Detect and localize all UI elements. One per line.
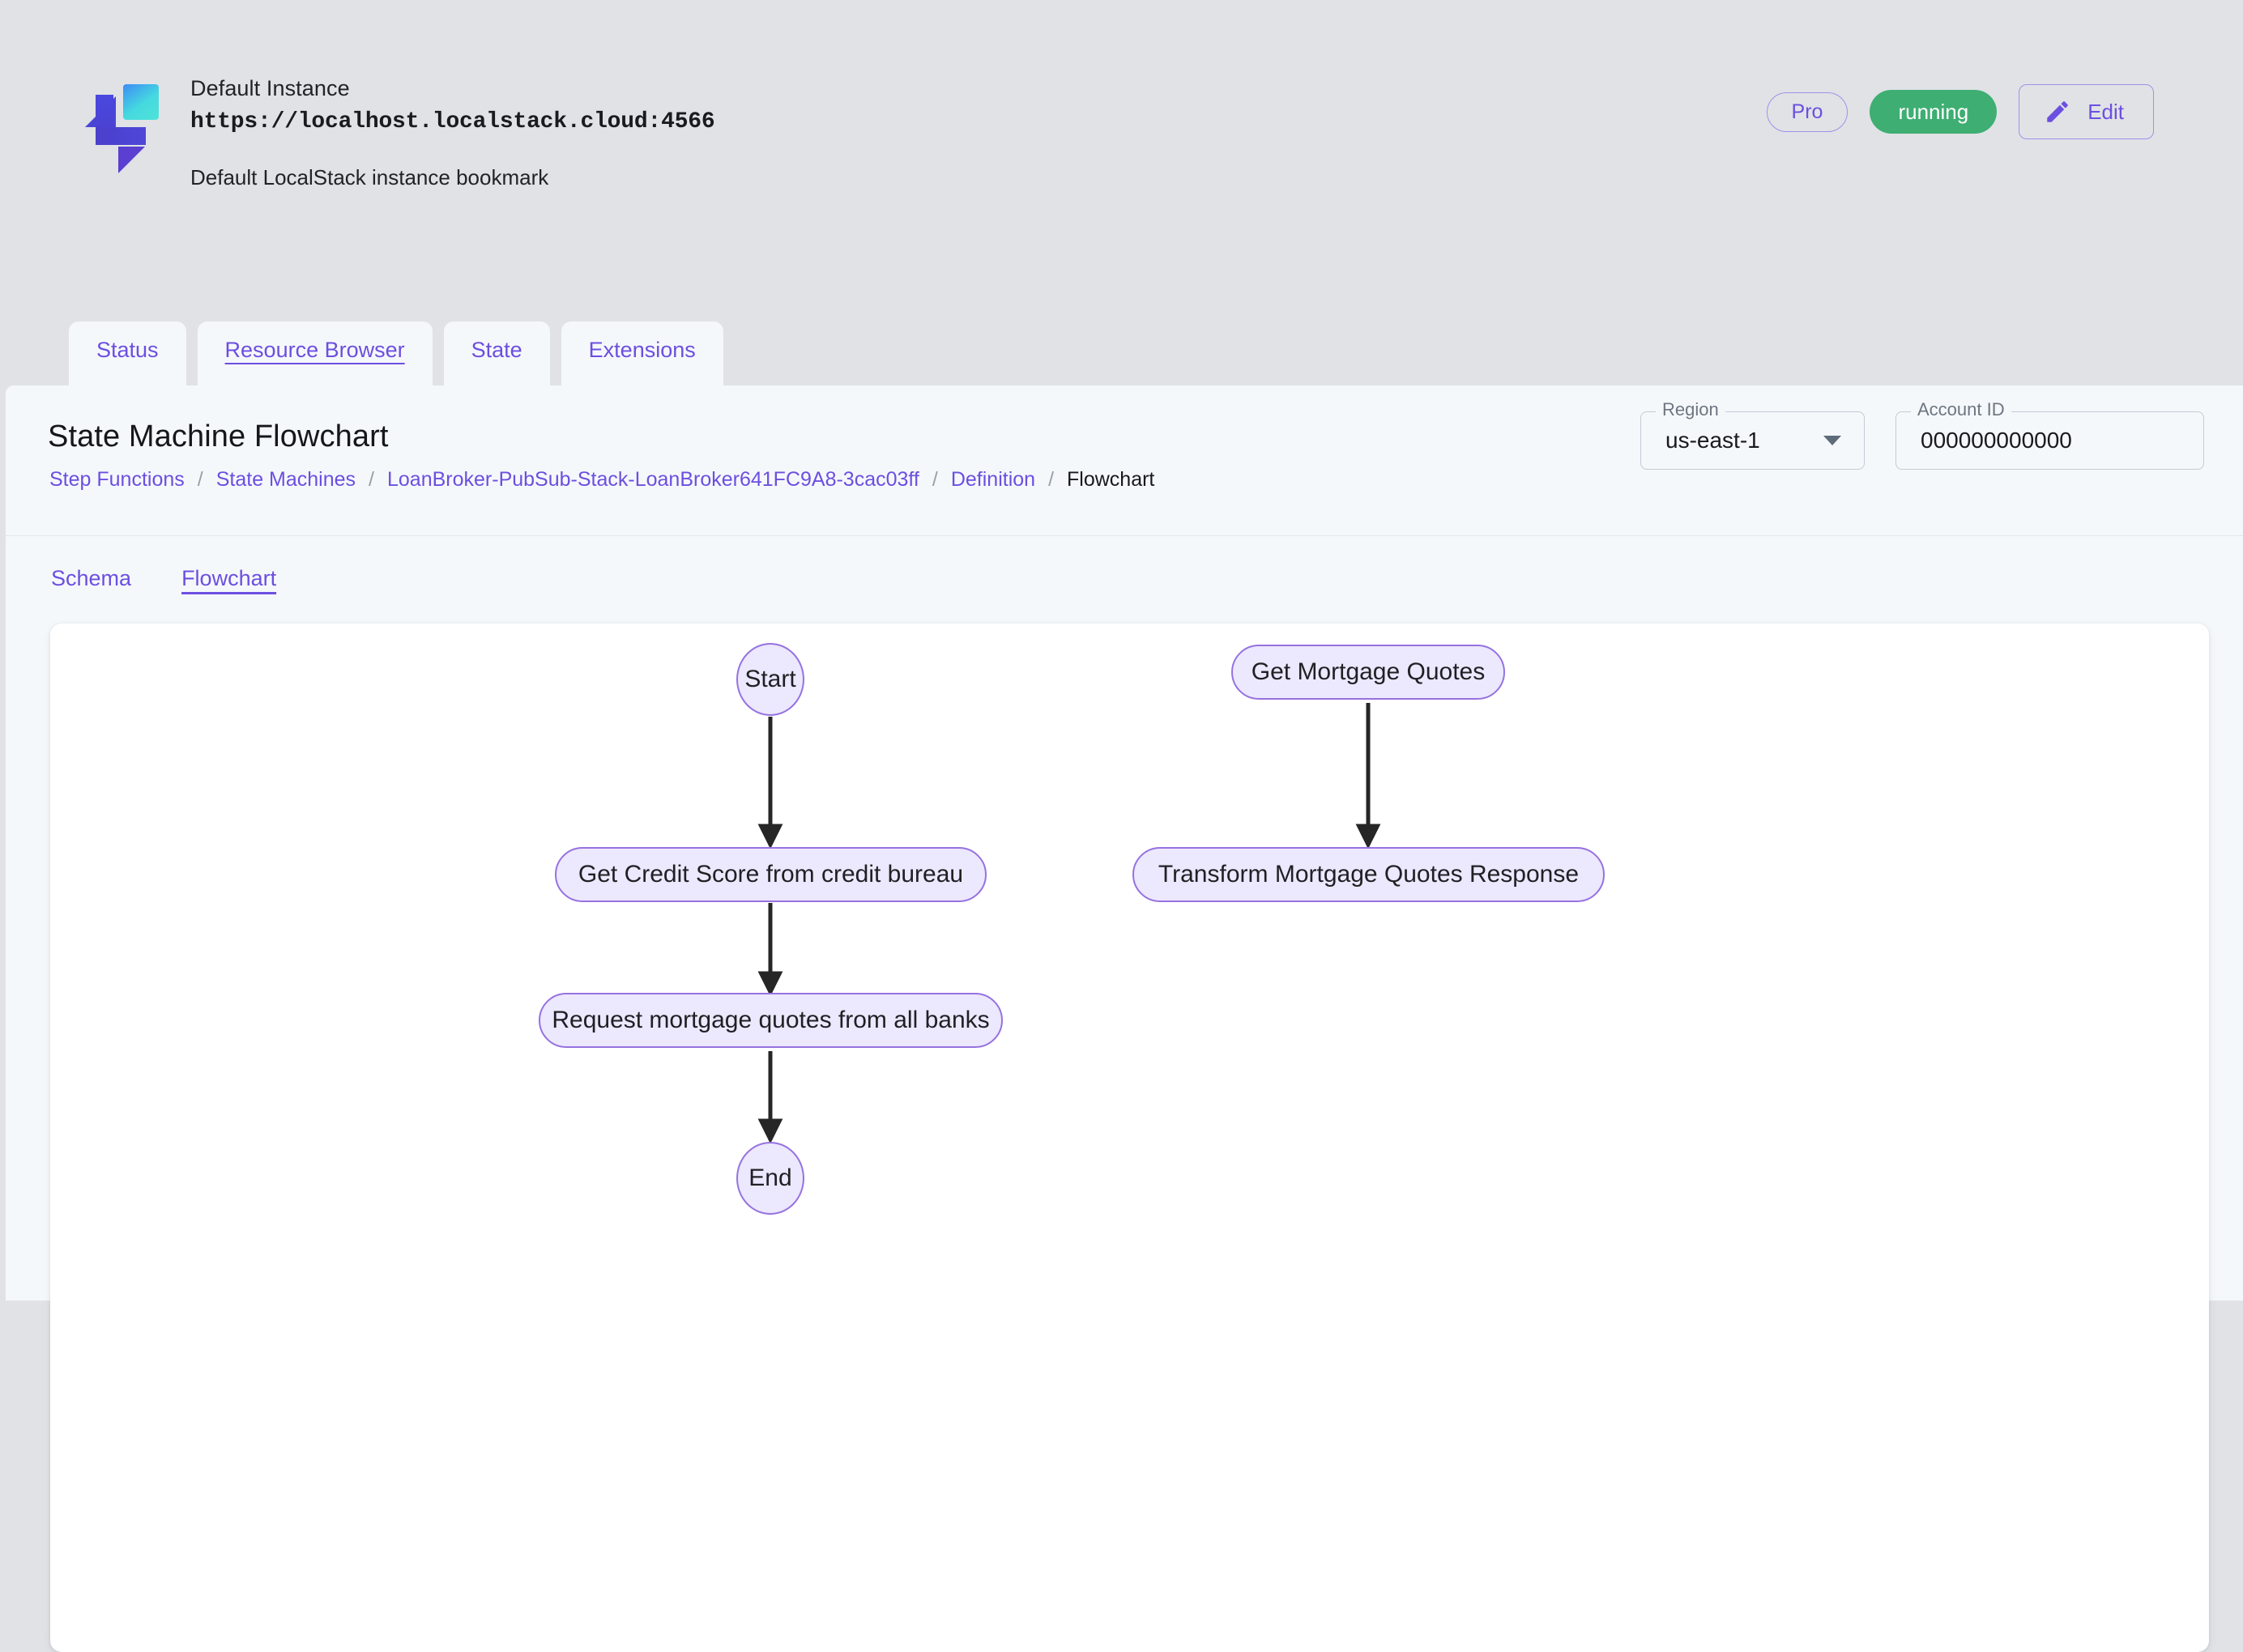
flow-node-get-credit-score[interactable]: Get Credit Score from credit bureau — [555, 847, 987, 902]
flow-node-request-mortgage-quotes[interactable]: Request mortgage quotes from all banks — [539, 993, 1003, 1048]
breadcrumb-item-state-machines[interactable]: State Machines — [215, 468, 356, 491]
tab-status[interactable]: Status — [69, 321, 186, 385]
page-title: State Machine Flowchart — [48, 419, 389, 453]
instance-url: https://localhost.localstack.cloud:4566 — [190, 109, 715, 135]
breadcrumb-separator: / — [197, 468, 203, 491]
region-label: Region — [1656, 401, 1725, 419]
pencil-icon — [2044, 98, 2071, 126]
instance-description: Default LocalStack instance bookmark — [190, 164, 549, 189]
main-tab-bar: Status Resource Browser State Extensions — [69, 321, 723, 385]
sub-tab-flowchart[interactable]: Flowchart — [181, 565, 277, 590]
selector-group: Region us-east-1 Account ID 000000000000 — [1640, 401, 2204, 470]
logo-l-horizontal — [96, 127, 146, 145]
flowchart-card: Start Get Credit Score from credit burea… — [50, 624, 2209, 1652]
logo-triangle-bottom — [118, 147, 145, 173]
page-header: State Machine Flowchart Step Functions /… — [6, 385, 2243, 536]
sub-tab-bar: Schema Flowchart — [6, 536, 2243, 620]
logo-square-cyan — [123, 84, 159, 120]
breadcrumb-separator: / — [1048, 468, 1055, 491]
tab-extensions[interactable]: Extensions — [561, 321, 723, 385]
instance-text-block: Default Instance https://localhost.local… — [190, 71, 715, 190]
content-panel: State Machine Flowchart Step Functions /… — [6, 385, 2243, 1652]
breadcrumb-item-state-machine-name[interactable]: LoanBroker-PubSub-Stack-LoanBroker641FC9… — [387, 468, 919, 491]
breadcrumb-item-flowchart: Flowchart — [1067, 468, 1155, 491]
tab-resource-browser[interactable]: Resource Browser — [197, 321, 433, 385]
instance-actions: Pro running Edit — [1766, 84, 2154, 139]
account-id-label: Account ID — [1911, 401, 2011, 419]
status-badge: running — [1870, 90, 1998, 134]
flow-node-get-mortgage-quotes[interactable]: Get Mortgage Quotes — [1231, 645, 1505, 700]
breadcrumb: Step Functions / State Machines / LoanBr… — [49, 468, 1154, 492]
breadcrumb-item-step-functions[interactable]: Step Functions — [49, 468, 185, 491]
sub-tab-schema[interactable]: Schema — [51, 565, 132, 590]
pro-badge[interactable]: Pro — [1766, 92, 1849, 132]
flow-node-transform-mortgage-quotes-response[interactable]: Transform Mortgage Quotes Response — [1132, 847, 1605, 902]
tab-state[interactable]: State — [443, 321, 550, 385]
edit-button-label: Edit — [2087, 100, 2124, 124]
instance-header: Default Instance https://localhost.local… — [0, 0, 2243, 385]
flowchart-edges — [757, 703, 1381, 1144]
breadcrumb-separator: / — [932, 468, 938, 491]
edit-button[interactable]: Edit — [2019, 84, 2154, 139]
instance-name: Default Instance — [190, 76, 350, 100]
region-select[interactable]: Region us-east-1 — [1640, 401, 1865, 470]
flow-node-start[interactable]: Start — [736, 643, 804, 716]
instance-summary: Default Instance https://localhost.local… — [77, 71, 715, 190]
chevron-down-icon[interactable] — [1823, 436, 1841, 445]
breadcrumb-item-definition[interactable]: Definition — [950, 468, 1036, 491]
localstack-logo-icon — [77, 75, 168, 173]
flow-node-end[interactable]: End — [736, 1142, 804, 1215]
account-id-field[interactable]: Account ID 000000000000 — [1895, 401, 2204, 470]
region-value: us-east-1 — [1665, 428, 1760, 453]
account-id-value: 000000000000 — [1921, 428, 2072, 453]
breadcrumb-separator: / — [369, 468, 374, 491]
